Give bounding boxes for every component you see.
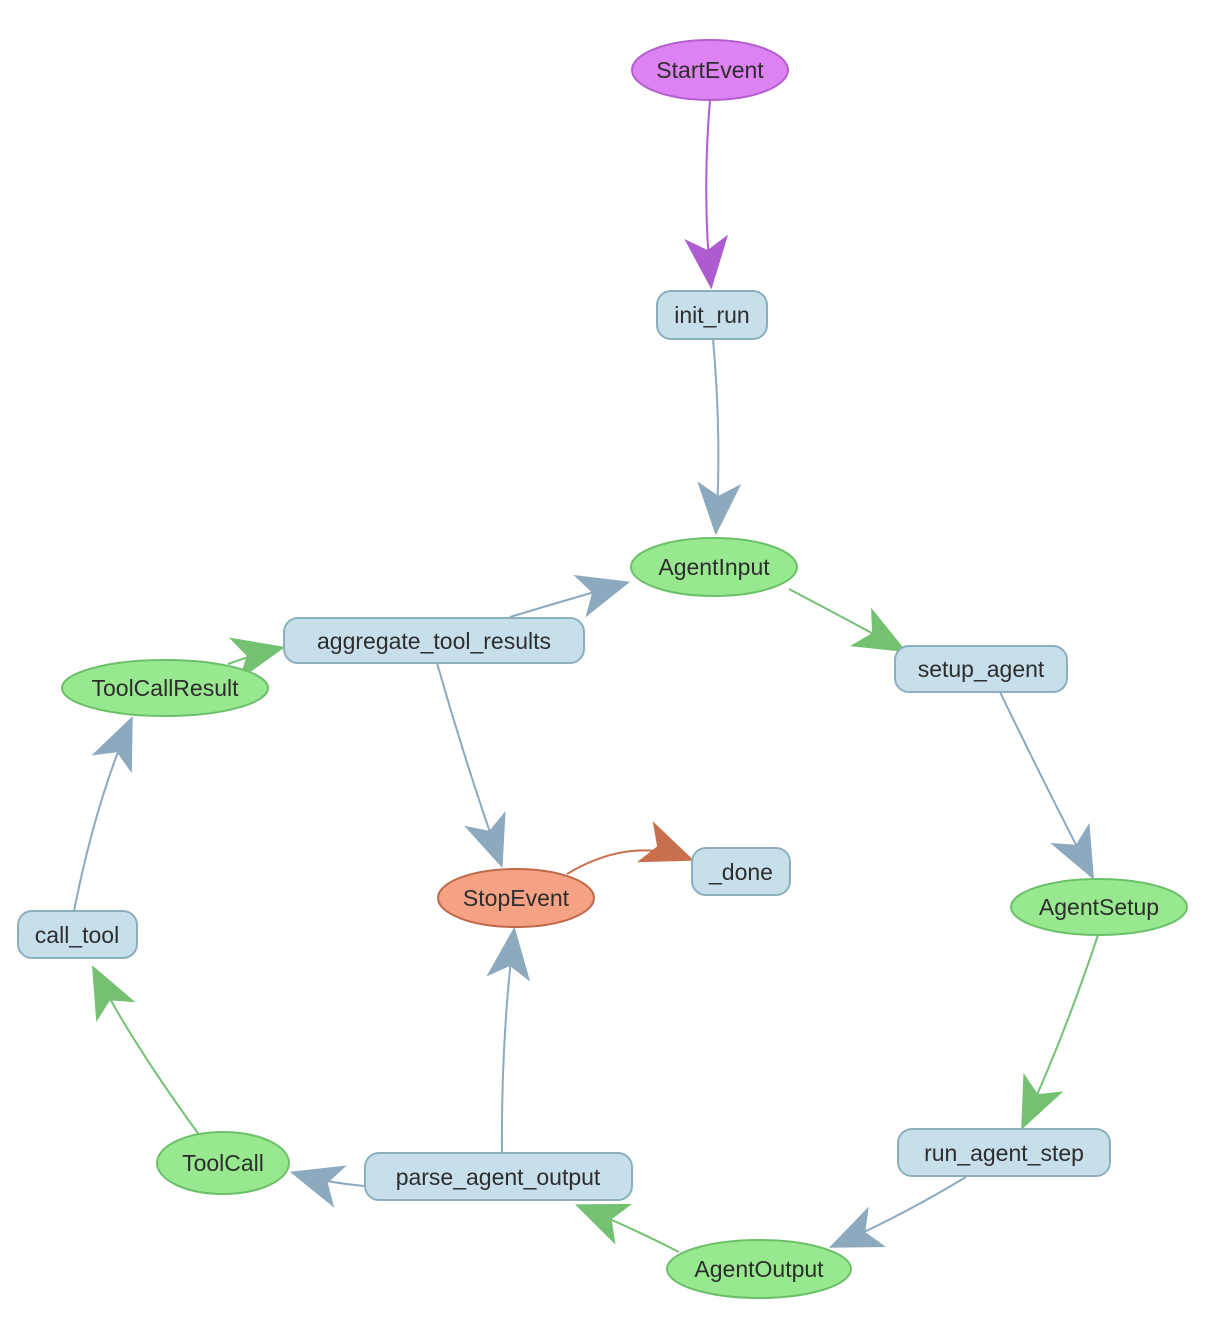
init_run-shape[interactable] xyxy=(656,290,768,340)
edge-aggregate_tool_results-to-stopevent xyxy=(436,662,506,869)
edge-toolcallresult-to-aggregate_tool_results xyxy=(227,637,286,681)
node-label: parse_agent_output xyxy=(396,1164,601,1190)
aggregate_tool_results-shape[interactable] xyxy=(283,617,585,664)
node-label: call_tool xyxy=(35,922,119,948)
_done-shape[interactable] xyxy=(691,847,791,896)
toolcall-shape[interactable] xyxy=(156,1131,290,1195)
node-init_run[interactable]: init_run xyxy=(656,290,768,340)
parse_agent_output-shape[interactable] xyxy=(364,1152,633,1201)
edge-parse_agent_output-to-stopevent xyxy=(486,926,531,1153)
node-_done[interactable]: _done xyxy=(691,847,791,896)
toolcallresult-shape[interactable] xyxy=(61,659,269,717)
node-label: AgentInput xyxy=(658,554,770,580)
node-startevent[interactable]: StartEvent xyxy=(631,39,789,101)
edge-agentinput-to-setup_agent xyxy=(788,588,907,653)
call_tool-shape[interactable] xyxy=(17,910,138,959)
agentoutput-shape[interactable] xyxy=(666,1239,852,1299)
node-label: ToolCallResult xyxy=(91,675,239,701)
node-agentoutput[interactable]: AgentOutput xyxy=(666,1239,852,1299)
node-label: StopEvent xyxy=(463,885,570,911)
node-run_agent_step[interactable]: run_agent_step xyxy=(897,1128,1111,1177)
node-parse_agent_output[interactable]: parse_agent_output xyxy=(364,1152,633,1201)
node-toolcallresult[interactable]: ToolCallResult xyxy=(61,659,269,717)
startevent-shape[interactable] xyxy=(631,39,789,101)
node-label: run_agent_step xyxy=(924,1140,1084,1166)
run_agent_step-shape[interactable] xyxy=(897,1128,1111,1177)
edge-agentoutput-to-parse_agent_output xyxy=(574,1203,680,1253)
node-label: AgentOutput xyxy=(694,1256,824,1282)
node-aggregate_tool_results[interactable]: aggregate_tool_results xyxy=(283,617,585,664)
edge-call_tool-to-toolcallresult xyxy=(73,715,133,912)
node-setup_agent[interactable]: setup_agent xyxy=(894,645,1068,693)
setup_agent-shape[interactable] xyxy=(894,645,1068,693)
stopevent-shape[interactable] xyxy=(437,868,595,928)
node-label: aggregate_tool_results xyxy=(317,628,551,654)
edge-parse_agent_output-to-toolcall xyxy=(289,1165,366,1208)
edge-run_agent_step-to-agentoutput xyxy=(828,1176,967,1248)
node-label: setup_agent xyxy=(918,656,1045,682)
node-toolcall[interactable]: ToolCall xyxy=(156,1131,290,1195)
node-stopevent[interactable]: StopEvent xyxy=(437,868,595,928)
node-label: init_run xyxy=(674,302,749,328)
edge-aggregate_tool_results-to-agentinput xyxy=(509,575,631,618)
edge-agentsetup-to-run_agent_step xyxy=(1021,934,1099,1130)
node-label: AgentSetup xyxy=(1039,894,1159,920)
edge-toolcall-to-call_tool xyxy=(92,965,201,1137)
edge-stopevent-to-_done xyxy=(566,821,695,875)
node-agentinput[interactable]: AgentInput xyxy=(630,537,798,597)
edge-startevent-to-init_run xyxy=(684,99,729,290)
node-label: _done xyxy=(708,859,773,885)
agentsetup-shape[interactable] xyxy=(1010,878,1188,936)
edge-setup_agent-to-agentsetup xyxy=(999,691,1095,880)
edge-init_run-to-agentinput xyxy=(697,338,742,536)
agentinput-shape[interactable] xyxy=(630,537,798,597)
node-agentsetup[interactable]: AgentSetup xyxy=(1010,878,1188,936)
node-label: ToolCall xyxy=(182,1150,264,1176)
node-label: StartEvent xyxy=(656,57,764,83)
node-call_tool[interactable]: call_tool xyxy=(17,910,138,959)
